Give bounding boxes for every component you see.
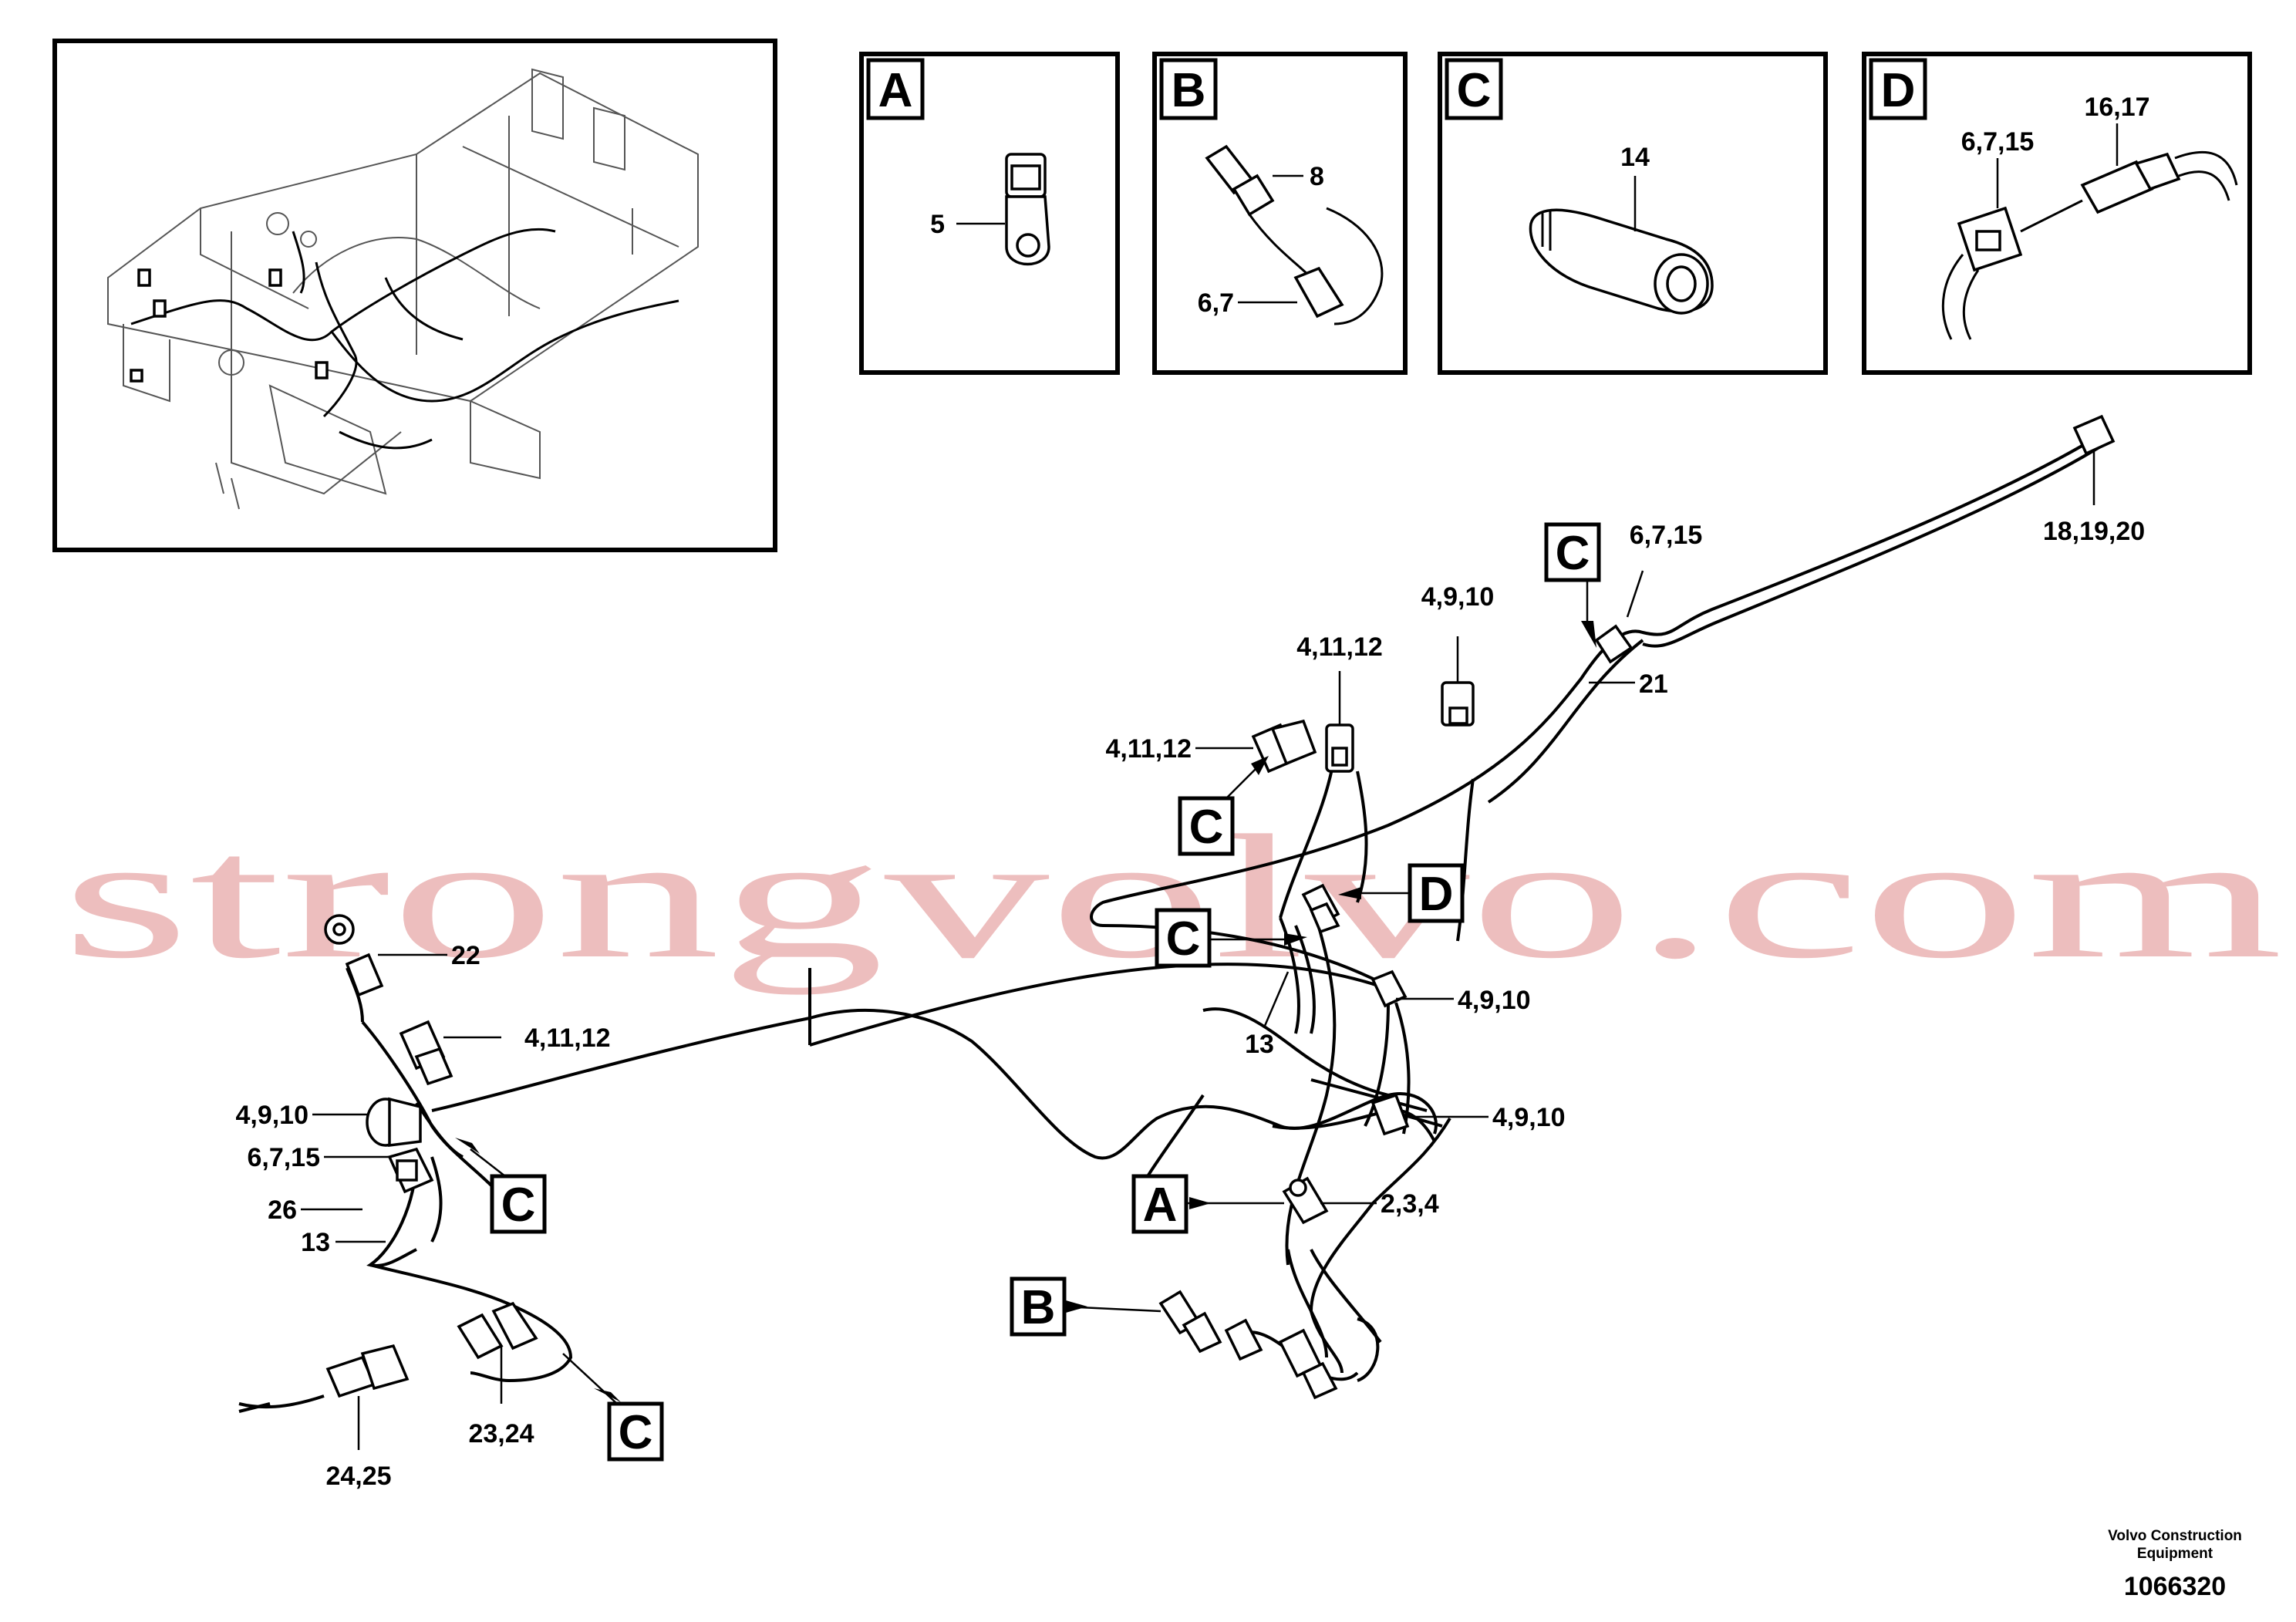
label-14: 14 (1620, 143, 1650, 172)
detail-panel-d: D 6,7,15 16,17 (1862, 52, 2252, 375)
tag-c-bottom: C (562, 1353, 664, 1462)
svg-text:C: C (619, 1406, 653, 1459)
tag-c-mid1: C (1178, 756, 1269, 856)
main-harness (238, 430, 2107, 1413)
mating-connector-icon (1941, 151, 2238, 340)
connector-6-7-15-left (387, 1147, 434, 1194)
label-23-24: 23,24 (468, 1419, 534, 1448)
svg-text:D: D (1419, 868, 1454, 921)
label-5: 5 (930, 210, 945, 239)
footer: Volvo Construction Equipment 1066320 (2108, 1528, 2242, 1601)
label-6-7-15-d: 6,7,15 (1961, 127, 2035, 157)
tag-c-top: C (1544, 522, 1601, 648)
label-4-9-10-left: 4,9,10 (235, 1101, 308, 1130)
svg-text:C: C (501, 1179, 536, 1232)
connector-4-9-10-right (1371, 969, 1408, 1008)
connector-4-9-10-low (1371, 1093, 1410, 1136)
label-26: 26 (268, 1195, 297, 1225)
label-22: 22 (451, 941, 480, 970)
brand-line-1: Volvo Construction (2108, 1528, 2242, 1544)
brand-line-2: Equipment (2137, 1546, 2213, 1562)
connector-4-9-10-left (366, 1097, 422, 1147)
rubber-boot-icon (1529, 208, 1714, 315)
label-6-7-15-top: 6,7,15 (1630, 521, 1703, 550)
tag-c-left: C (455, 1138, 547, 1234)
connector-c-mid (1309, 902, 1340, 934)
label-4-9-10-right: 4,9,10 (1458, 986, 1531, 1015)
inline-connector-icon (1205, 144, 1384, 325)
overview-panel (52, 39, 777, 552)
machine-frame-sketch (107, 68, 699, 510)
connector-6-7-15-top (1594, 624, 1633, 664)
tag-a: A (1131, 1174, 1284, 1234)
connector-4-11-12-bottom (399, 1020, 453, 1086)
label-21: 21 (1639, 669, 1668, 699)
tag-b: B (1010, 1276, 1161, 1337)
label-2-3-4: 2,3,4 (1381, 1189, 1439, 1219)
svg-text:B: B (1021, 1281, 1056, 1334)
panel-b-letter: B (1172, 64, 1206, 117)
label-24-25: 24,25 (325, 1462, 391, 1491)
svg-text:C: C (1166, 912, 1201, 966)
ring-terminal-22 (324, 914, 384, 997)
svg-text:C: C (1189, 801, 1224, 854)
label-4-11-12-bottom: 4,11,12 (524, 1023, 611, 1053)
drawing-number: 1066320 (2124, 1572, 2226, 1601)
connector-24-25 (325, 1344, 410, 1398)
svg-text:A: A (1143, 1179, 1178, 1232)
panel-d-letter: D (1881, 64, 1916, 117)
label-4-11-12-mid: 4,11,12 (1296, 632, 1383, 662)
label-16-17: 16,17 (2084, 93, 2149, 122)
label-18-19-20: 18,19,20 (2043, 517, 2145, 546)
overview-harness (130, 228, 679, 450)
label-4-9-10-top: 4,9,10 (1421, 582, 1495, 612)
tag-d-mid: D (1338, 863, 1465, 923)
connector-23-24 (457, 1301, 538, 1360)
detail-panel-b: B 8 6,7 (1152, 52, 1408, 375)
panel-c-letter: C (1457, 64, 1492, 117)
label-4-11-12-left: 4,11,12 (1105, 734, 1192, 764)
connector-4-11-12-mid (1325, 723, 1354, 773)
tag-c-mid2: C (1155, 908, 1307, 968)
label-13-mid: 13 (1245, 1030, 1274, 1059)
connector-2-3-4 (1282, 1176, 1329, 1225)
label-13-left: 13 (301, 1228, 330, 1257)
connector-4-9-10-top (1441, 681, 1475, 727)
detail-panel-c: C 14 (1438, 52, 1828, 375)
label-4-9-10-low: 4,9,10 (1492, 1103, 1566, 1132)
connector-18-19-20 (2072, 414, 2116, 456)
panel-a-letter: A (878, 64, 913, 117)
label-6-7-15-left: 6,7,15 (247, 1143, 320, 1172)
svg-text:C: C (1556, 527, 1590, 580)
connector-b-cluster (1158, 1290, 1338, 1400)
label-6-7-b: 6,7 (1198, 288, 1234, 318)
ring-terminal-icon (1005, 153, 1050, 266)
callout-labels: 18,19,20 6,7,15 21 4,9,10 4,11,12 4,11,1… (235, 517, 2145, 1491)
label-8: 8 (1310, 162, 1324, 191)
callout-leaders (301, 451, 2095, 1450)
detail-panel-a: A 5 (859, 52, 1120, 375)
